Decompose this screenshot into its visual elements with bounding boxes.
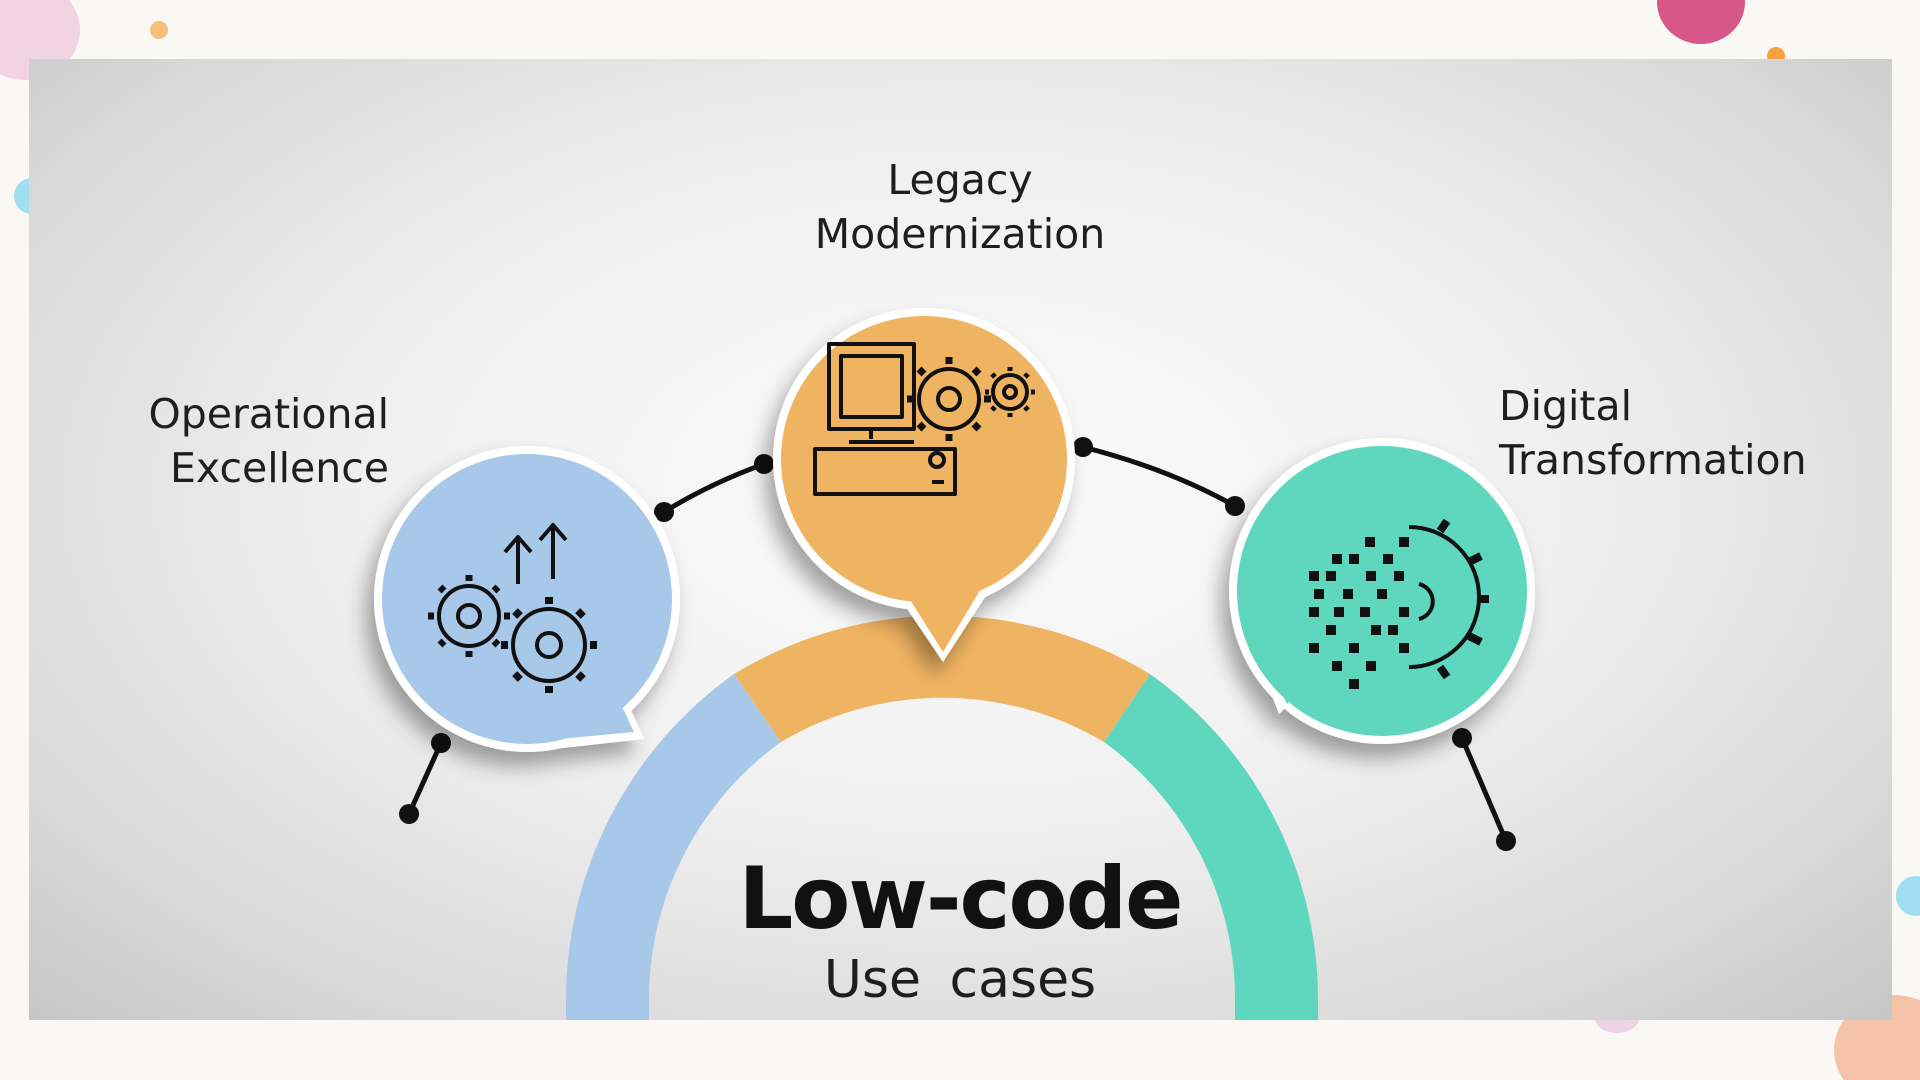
label-line: Modernization: [814, 210, 1106, 258]
label-line: Transformation: [1499, 436, 1807, 484]
bubble-legacy: [773, 308, 1075, 662]
diagram-panel: Legacy Modernization Operational Excelle…: [29, 59, 1892, 1020]
label-line: Digital: [1499, 382, 1632, 430]
connector-dots: [399, 437, 1516, 851]
label-line: Excellence: [170, 444, 389, 492]
connector-operational-bottom: [406, 740, 444, 817]
computer-gear-icon: [813, 342, 1035, 496]
center-arc: [566, 615, 1318, 1020]
connectors: [406, 444, 1509, 844]
decoration-dot: [150, 21, 168, 39]
label-operational-excellence: Operational Excellence: [109, 387, 389, 495]
digital-gear-icon: [1309, 518, 1489, 689]
label-line: Legacy: [887, 156, 1033, 204]
connector-legacy-digital: [1080, 444, 1238, 509]
gears-arrows-icon: [428, 523, 597, 693]
decoration-dot: [1896, 876, 1920, 916]
arc-segment-legacy: [734, 615, 1150, 742]
connector-operational-legacy: [661, 461, 767, 515]
decoration-dot: [1657, 0, 1745, 44]
center-title: Low-code: [738, 849, 1184, 949]
arc-segment-digital: [1104, 674, 1318, 1020]
arc-segment-operational: [566, 674, 781, 1020]
bubble-operational: [374, 446, 680, 752]
label-digital-transformation: Digital Transformation: [1499, 379, 1879, 487]
connector-digital-bottom: [1459, 735, 1509, 844]
label-line: Operational: [148, 390, 389, 438]
diagram-canvas: [374, 308, 1535, 1020]
center-subtitle: Use cases: [823, 950, 1097, 1010]
label-legacy-modernization: Legacy Modernization: [727, 153, 1193, 261]
